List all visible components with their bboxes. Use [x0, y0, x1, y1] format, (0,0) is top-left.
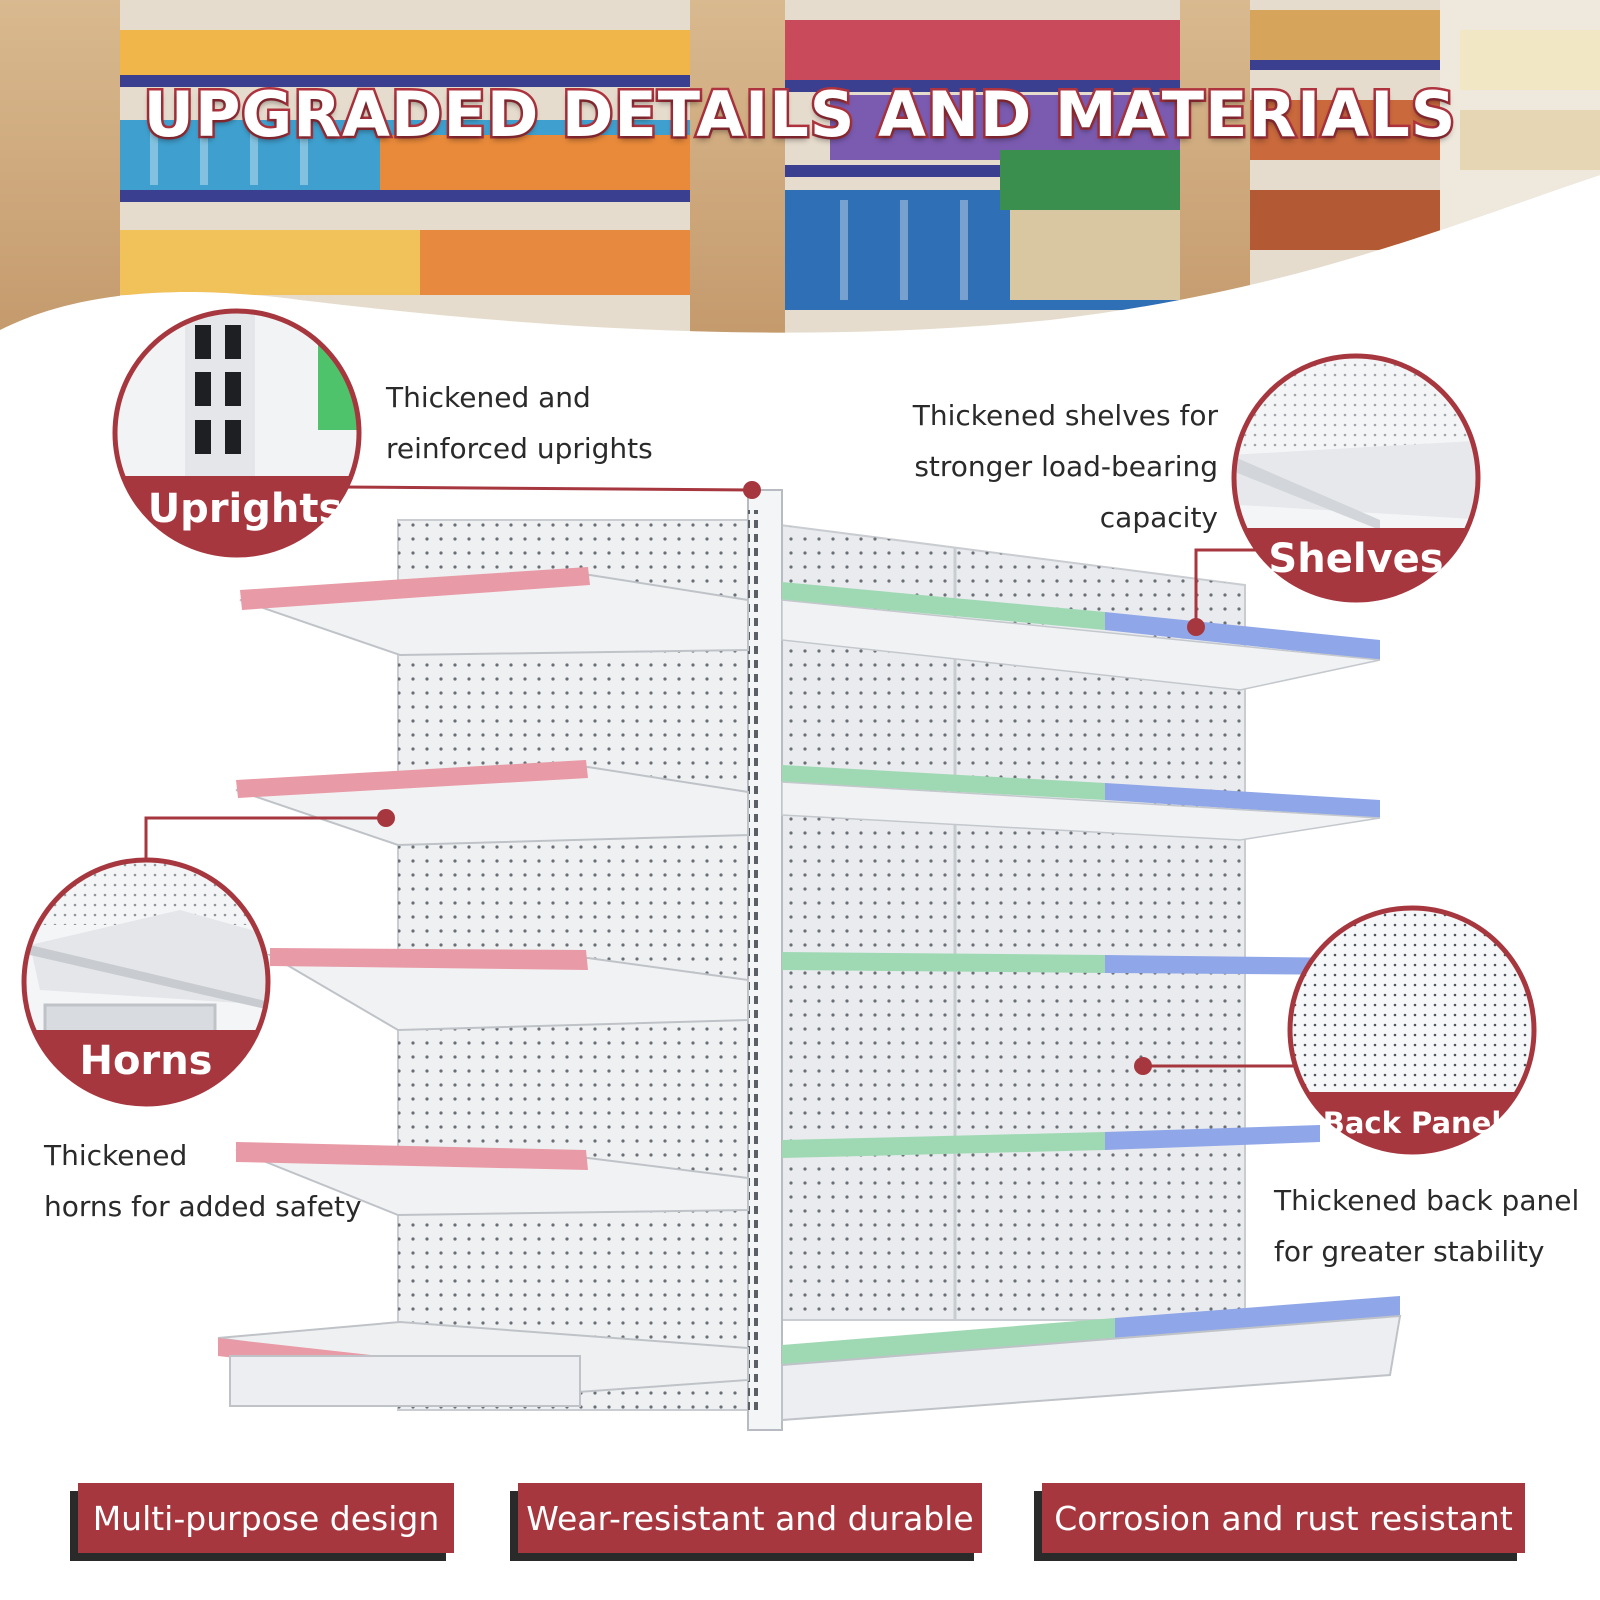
uprights-desc-line: reinforced uprights [386, 432, 653, 465]
shelves-desc-line: stronger load-bearing [914, 450, 1218, 483]
uprights-description: Thickened and reinforced uprights [386, 372, 653, 474]
shelves-desc-line: capacity [1099, 501, 1218, 534]
callout-dots [377, 481, 1205, 1075]
shelves-detail-circle [1231, 353, 1481, 603]
shelves-description: Thickened shelves for stronger load-bear… [913, 390, 1218, 543]
horns-desc-line: horns for added safety [44, 1190, 362, 1223]
callout-connectors [144, 485, 1310, 1068]
horns-detail-circle [21, 857, 271, 1107]
back-panel-detail-circle [1287, 905, 1537, 1155]
gondola-shelf-illustration [217, 489, 1402, 1431]
page-title: UPGRADED DETAILS AND MATERIALS [141, 76, 1458, 154]
back-panel-label: Back Panel [1322, 1106, 1502, 1140]
back-panel-desc-line: Thickened back panel [1274, 1184, 1580, 1217]
store-photo [0, 0, 1600, 333]
uprights-desc-line: Thickened and [386, 381, 591, 414]
feature-badge-multi-purpose: Multi-purpose design [78, 1483, 454, 1553]
feature-badge-corrosion-resistant: Corrosion and rust resistant [1042, 1483, 1525, 1553]
horns-desc-line: Thickened [44, 1139, 188, 1172]
shelves-desc-line: Thickened shelves for [912, 399, 1218, 432]
shelves-label: Shelves [1268, 536, 1444, 582]
back-panel-description: Thickened back panel for greater stabili… [1274, 1175, 1579, 1277]
feature-badge-wear-resistant: Wear-resistant and durable [518, 1483, 982, 1553]
uprights-label: Uprights [147, 486, 343, 532]
back-panel-desc-line: for greater stability [1274, 1235, 1545, 1268]
horns-label: Horns [79, 1038, 213, 1084]
horns-description: Thickened horns for added safety [44, 1130, 362, 1232]
uprights-detail-circle [112, 308, 362, 558]
